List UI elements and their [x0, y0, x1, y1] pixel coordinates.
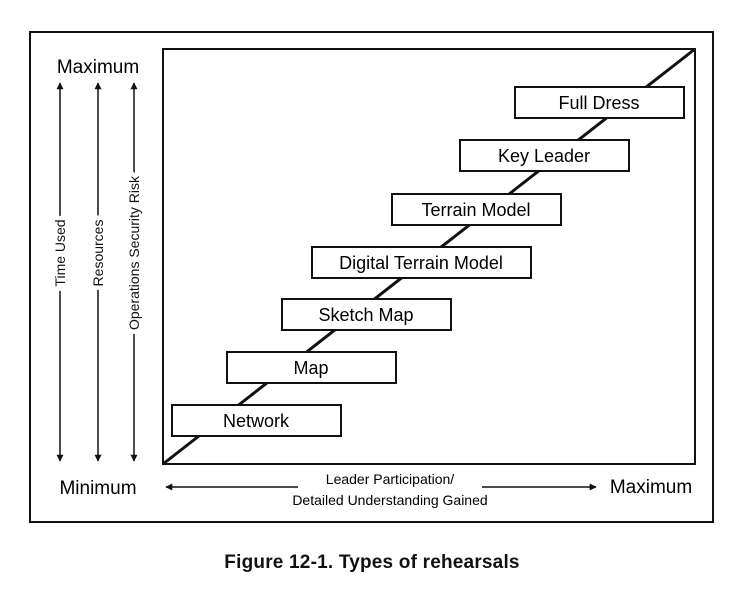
rehearsal-box-full-dress: Full Dress	[514, 86, 685, 119]
rehearsal-label-digital-terrain-model: Digital Terrain Model	[339, 253, 503, 273]
rehearsal-box-terrain-model: Terrain Model	[391, 193, 562, 226]
y-axis-min-label: Minimum	[59, 478, 136, 499]
opsec-risk-label: Operations Security Risk	[126, 175, 142, 330]
rehearsal-label-full-dress: Full Dress	[558, 93, 639, 113]
time-used-label: Time Used	[52, 219, 68, 286]
rehearsal-box-map: Map	[226, 351, 397, 384]
rehearsal-label-map: Map	[293, 358, 328, 378]
rehearsal-label-terrain-model: Terrain Model	[421, 200, 530, 220]
x-axis-max-label: Maximum	[610, 477, 692, 498]
rehearsal-label-sketch-map: Sketch Map	[318, 305, 413, 325]
plot-frame	[162, 48, 696, 465]
rehearsal-box-network: Network	[171, 404, 342, 437]
rehearsal-box-key-leader: Key Leader	[459, 139, 630, 172]
outer-frame	[29, 31, 714, 523]
resources-label: Resources	[90, 220, 106, 287]
x-axis-label-line2: Detailed Understanding Gained	[292, 492, 487, 508]
rehearsal-label-network: Network	[223, 411, 290, 431]
y-axis-max-label: Maximum	[57, 57, 139, 78]
rehearsal-box-sketch-map: Sketch Map	[281, 298, 452, 331]
x-axis-label-line1: Leader Participation/	[326, 471, 455, 487]
rehearsal-label-key-leader: Key Leader	[498, 146, 590, 166]
figure-caption: Figure 12-1. Types of rehearsals	[224, 552, 520, 573]
rehearsal-box-digital-terrain-model: Digital Terrain Model	[311, 246, 532, 279]
